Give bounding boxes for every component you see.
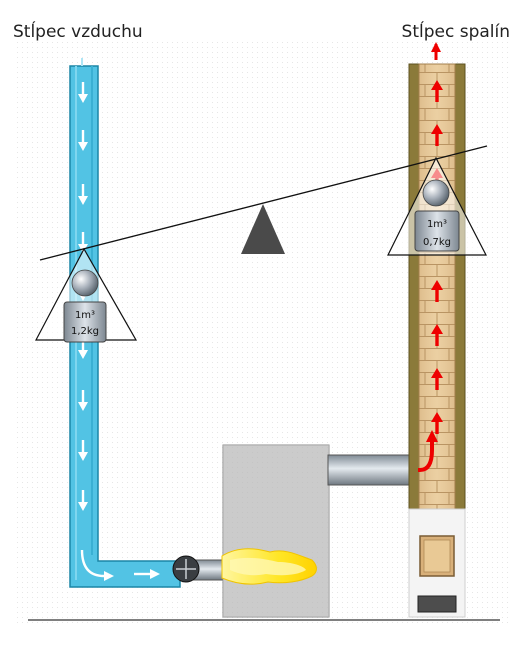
air-down-arrow: [78, 184, 88, 205]
flue-up-arrow: [431, 412, 443, 434]
chimney: [408, 42, 466, 510]
flue-pipe: [327, 454, 417, 486]
flue-up-arrow: [431, 324, 443, 346]
burner-flame: [221, 548, 317, 585]
air-down-arrow: [78, 130, 88, 151]
flue-up-arrow: [431, 368, 443, 390]
balance-beam: [39, 145, 488, 261]
air-weight-volume: 1m³: [75, 310, 95, 321]
chimney-base: [408, 508, 466, 618]
flue-weight-mass: 0,7kg: [423, 237, 451, 248]
flue-weight-volume: 1m³: [427, 219, 447, 230]
flue-up-arrow: [431, 124, 443, 146]
air-weight-pan: 1m³ 1,2kg: [35, 247, 138, 343]
flue-up-arrow: [431, 280, 443, 302]
flue-up-arrow: [431, 80, 443, 102]
air-down-arrow: [78, 440, 88, 461]
flue-weight-pan: 1m³ 0,7kg: [387, 156, 487, 256]
balance-fulcrum: [241, 204, 285, 254]
flue-column-label: Stĺpec spalín: [401, 22, 510, 42]
air-down-arrow: [78, 82, 88, 103]
air-down-arrow: [78, 390, 88, 411]
blower-fan: [172, 555, 225, 583]
boiler: [222, 444, 330, 618]
air-weight-mass: 1,2kg: [71, 326, 99, 337]
air-down-arrow: [78, 490, 88, 511]
air-column-label: Stĺpec vzduchu: [13, 22, 143, 42]
